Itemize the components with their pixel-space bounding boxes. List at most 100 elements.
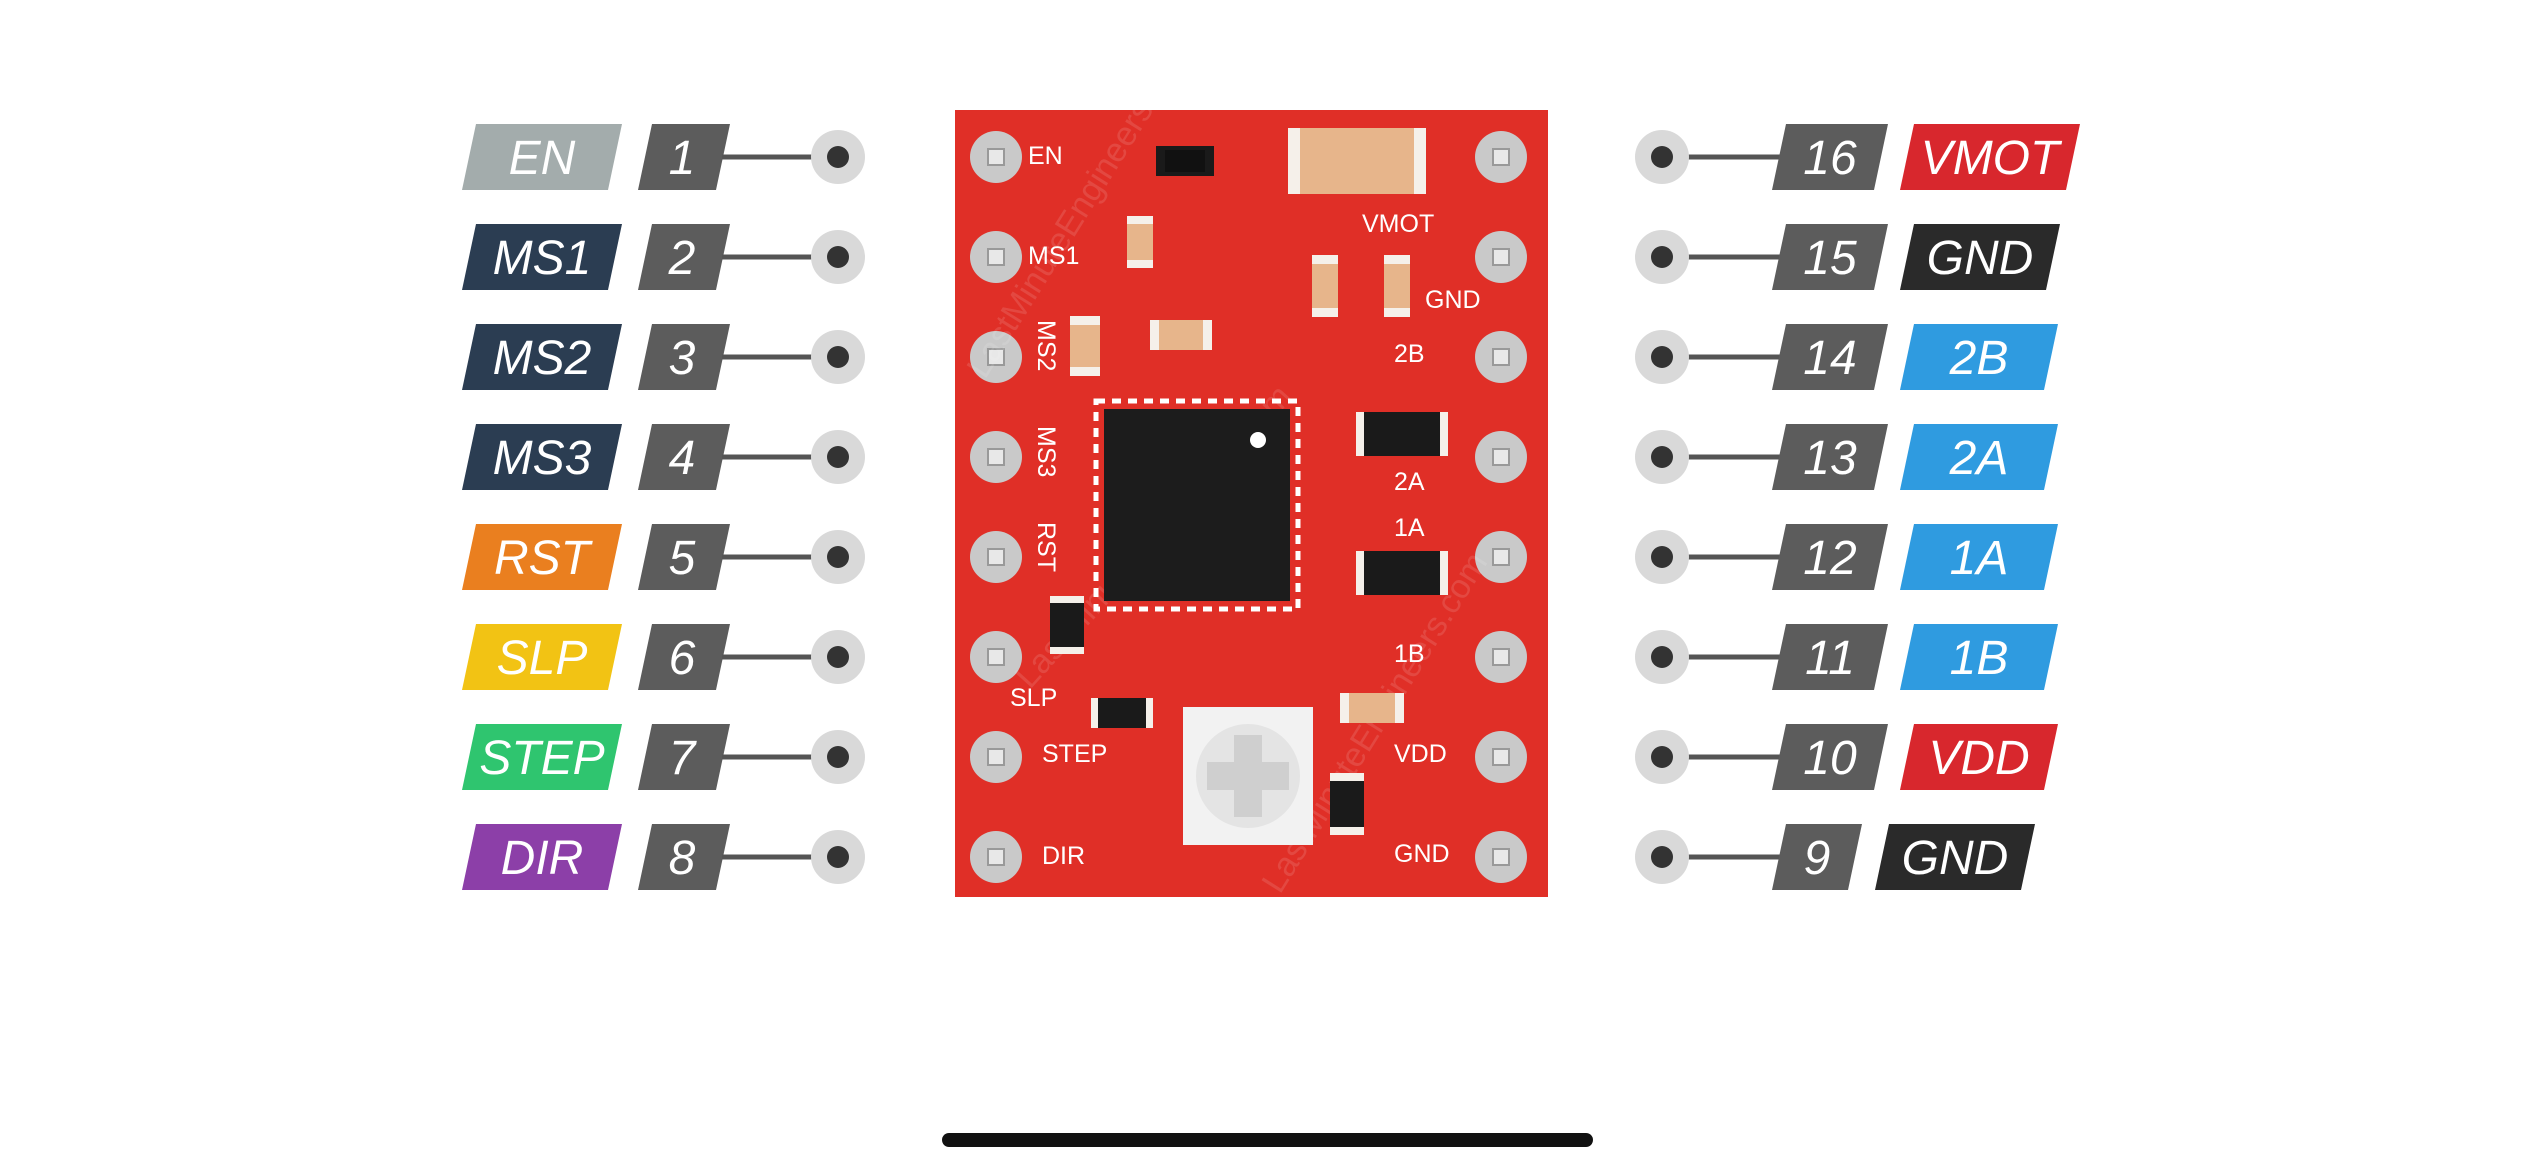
pin-label-tag bbox=[462, 524, 622, 590]
pin-number: 7 bbox=[669, 732, 698, 785]
pin-label-tag bbox=[462, 724, 622, 790]
pin-label-tag bbox=[1900, 624, 2058, 690]
pin-number-tag bbox=[1772, 224, 1888, 290]
board-headers bbox=[970, 131, 1527, 883]
pin-number-tag bbox=[1772, 524, 1888, 590]
pin-label-tag bbox=[1900, 724, 2058, 790]
pin-label-tag bbox=[462, 424, 622, 490]
silk-ms3: MS3 bbox=[1032, 426, 1060, 477]
pin-number: 5 bbox=[669, 532, 696, 585]
pin-number: 14 bbox=[1803, 332, 1856, 385]
silk-1b: 1B bbox=[1394, 640, 1425, 668]
sense-resistor bbox=[1356, 551, 1448, 595]
silk-rst: RST bbox=[1032, 522, 1060, 572]
capacitor-small bbox=[1384, 255, 1410, 317]
pin-label-tag bbox=[1900, 224, 2060, 290]
silk-vmot: VMOT bbox=[1362, 210, 1434, 238]
right-pin-row: 15 GND bbox=[1635, 224, 2060, 290]
ic-chip bbox=[1093, 398, 1301, 612]
pin-number-tag bbox=[1772, 424, 1888, 490]
capacitor-small bbox=[1070, 316, 1100, 376]
pin-number-tag bbox=[638, 324, 730, 390]
silk-vdd: VDD bbox=[1394, 740, 1447, 768]
pin-number: 10 bbox=[1803, 732, 1857, 785]
pin-label: 2A bbox=[1949, 432, 2009, 485]
silk-ms2: MS2 bbox=[1032, 320, 1060, 371]
pin-number-tag bbox=[638, 224, 730, 290]
pin-number-tag bbox=[638, 824, 730, 890]
capacitor-large bbox=[1288, 128, 1426, 194]
pin-label-tag bbox=[1900, 324, 2058, 390]
silk-1a: 1A bbox=[1394, 514, 1425, 542]
capacitor-small bbox=[1340, 693, 1404, 723]
pin-label: RST bbox=[494, 532, 594, 585]
pin-label-tag bbox=[462, 624, 622, 690]
driver-board: LastMinuteEngineers.com LastMinuteEngine… bbox=[955, 31, 1548, 899]
pin-number: 2 bbox=[668, 232, 696, 285]
pin-label: VDD bbox=[1928, 732, 2029, 785]
pin-number: 4 bbox=[669, 432, 696, 485]
pin-label: 1B bbox=[1950, 632, 2009, 685]
pin-number: 15 bbox=[1803, 232, 1857, 285]
capacitor-small bbox=[1312, 255, 1338, 317]
pin-number: 9 bbox=[1804, 832, 1831, 885]
pin-label: DIR bbox=[501, 832, 584, 885]
home-indicator[interactable] bbox=[942, 1133, 1593, 1147]
pin-number-tag bbox=[1772, 624, 1888, 690]
pin-label: MS3 bbox=[493, 432, 592, 485]
pin-label-tag bbox=[1900, 524, 2058, 590]
pin-label-tag bbox=[462, 224, 622, 290]
pin-label: MS2 bbox=[493, 332, 592, 385]
pin-number-tag bbox=[638, 424, 730, 490]
pin-label-tag bbox=[1900, 124, 2080, 190]
silk-gnd-bottom: GND bbox=[1394, 840, 1450, 868]
left-pin-row: DIR 8 bbox=[462, 824, 865, 890]
silk-gnd-top: GND bbox=[1425, 286, 1481, 314]
left-pin-row: MS3 4 bbox=[462, 424, 865, 490]
right-pin-row: 12 1A bbox=[1635, 524, 2058, 590]
pin-label-tag bbox=[462, 124, 622, 190]
pin-number: 6 bbox=[669, 632, 696, 685]
pin-label: 2B bbox=[1949, 332, 2009, 385]
pin-number-tag bbox=[638, 524, 730, 590]
pin-label: GND bbox=[1927, 232, 2034, 285]
pin-label-tag bbox=[462, 324, 622, 390]
pin-label-tag bbox=[1875, 824, 2035, 890]
capacitor-small bbox=[1127, 216, 1153, 268]
silk-ms1: MS1 bbox=[1028, 242, 1079, 270]
right-pin-row: 13 2A bbox=[1635, 424, 2058, 490]
left-pin-row: STEP 7 bbox=[462, 724, 865, 790]
silk-step: STEP bbox=[1042, 740, 1107, 768]
pin-number-tag bbox=[1772, 124, 1888, 190]
pin-number: 8 bbox=[669, 832, 696, 885]
pin-number: 13 bbox=[1803, 432, 1857, 485]
silk-2a: 2A bbox=[1394, 468, 1425, 496]
right-pin-row: 14 2B bbox=[1635, 324, 2058, 390]
pin-label: GND bbox=[1902, 832, 2009, 885]
pin-label-tag bbox=[1900, 424, 2058, 490]
smd-resistor bbox=[1330, 773, 1364, 835]
pin-label: STEP bbox=[479, 732, 604, 785]
potentiometer bbox=[1183, 707, 1313, 845]
pin-number-tag bbox=[638, 724, 730, 790]
pin-label: EN bbox=[509, 132, 576, 185]
pin-number: 1 bbox=[669, 132, 696, 185]
pin-label-tag bbox=[462, 824, 622, 890]
silk-slp: SLP bbox=[1010, 684, 1057, 712]
pin-number-tag bbox=[1772, 824, 1862, 890]
pin-label: 1A bbox=[1950, 532, 2009, 585]
right-pin-row: 10 VDD bbox=[1635, 724, 2058, 790]
capacitor-small bbox=[1150, 320, 1212, 350]
pin-number-tag bbox=[638, 124, 730, 190]
left-pin-row: EN 1 bbox=[462, 124, 865, 190]
pin-number: 12 bbox=[1803, 532, 1856, 585]
pin-number-tag bbox=[638, 624, 730, 690]
smd-resistor bbox=[1091, 698, 1153, 728]
pin-label: VMOT bbox=[1921, 132, 2063, 185]
